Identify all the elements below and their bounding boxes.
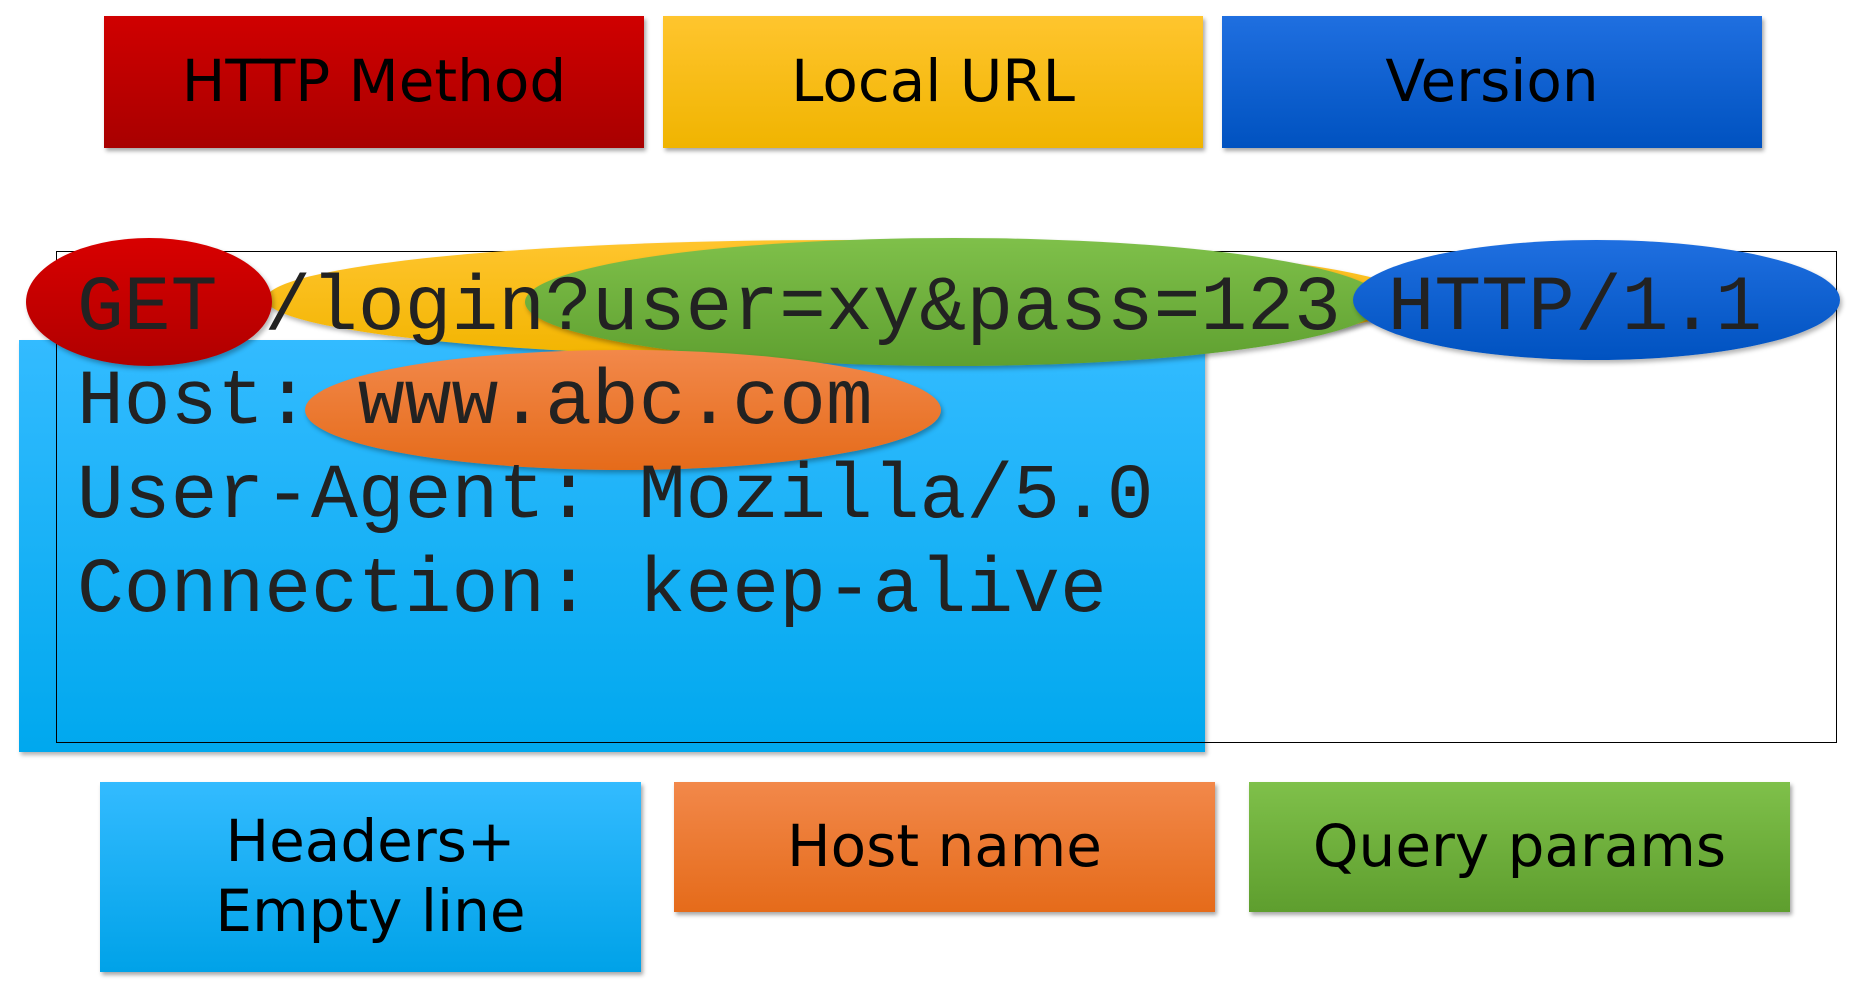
- host-name-highlight: [305, 350, 941, 470]
- legend-version-label: Version: [1385, 47, 1599, 116]
- host-header-line: Host: www.abc.com: [77, 359, 873, 447]
- legend-local-url-label: Local URL: [791, 47, 1075, 116]
- legend-headers: Headers+ Empty line: [100, 782, 641, 972]
- legend-host-name: Host name: [674, 782, 1215, 912]
- request-line: GET /login?user=xy&pass=123 HTTP/1.1: [77, 265, 1763, 353]
- user-agent-header-line: User-Agent: Mozilla/5.0: [77, 453, 1154, 541]
- legend-local-url: Local URL: [663, 16, 1203, 148]
- legend-query-params-label: Query params: [1312, 812, 1727, 881]
- http-method-highlight: [26, 238, 272, 366]
- query-params-highlight: [525, 238, 1383, 366]
- legend-headers-label: Headers+ Empty line: [215, 807, 526, 945]
- legend-http-method: HTTP Method: [104, 16, 644, 148]
- legend-query-params: Query params: [1249, 782, 1790, 912]
- legend-http-method-label: HTTP Method: [181, 47, 567, 116]
- version-highlight: [1353, 240, 1840, 360]
- legend-version: Version: [1222, 16, 1762, 148]
- legend-host-name-label: Host name: [787, 812, 1102, 881]
- connection-header-line: Connection: keep-alive: [77, 547, 1107, 635]
